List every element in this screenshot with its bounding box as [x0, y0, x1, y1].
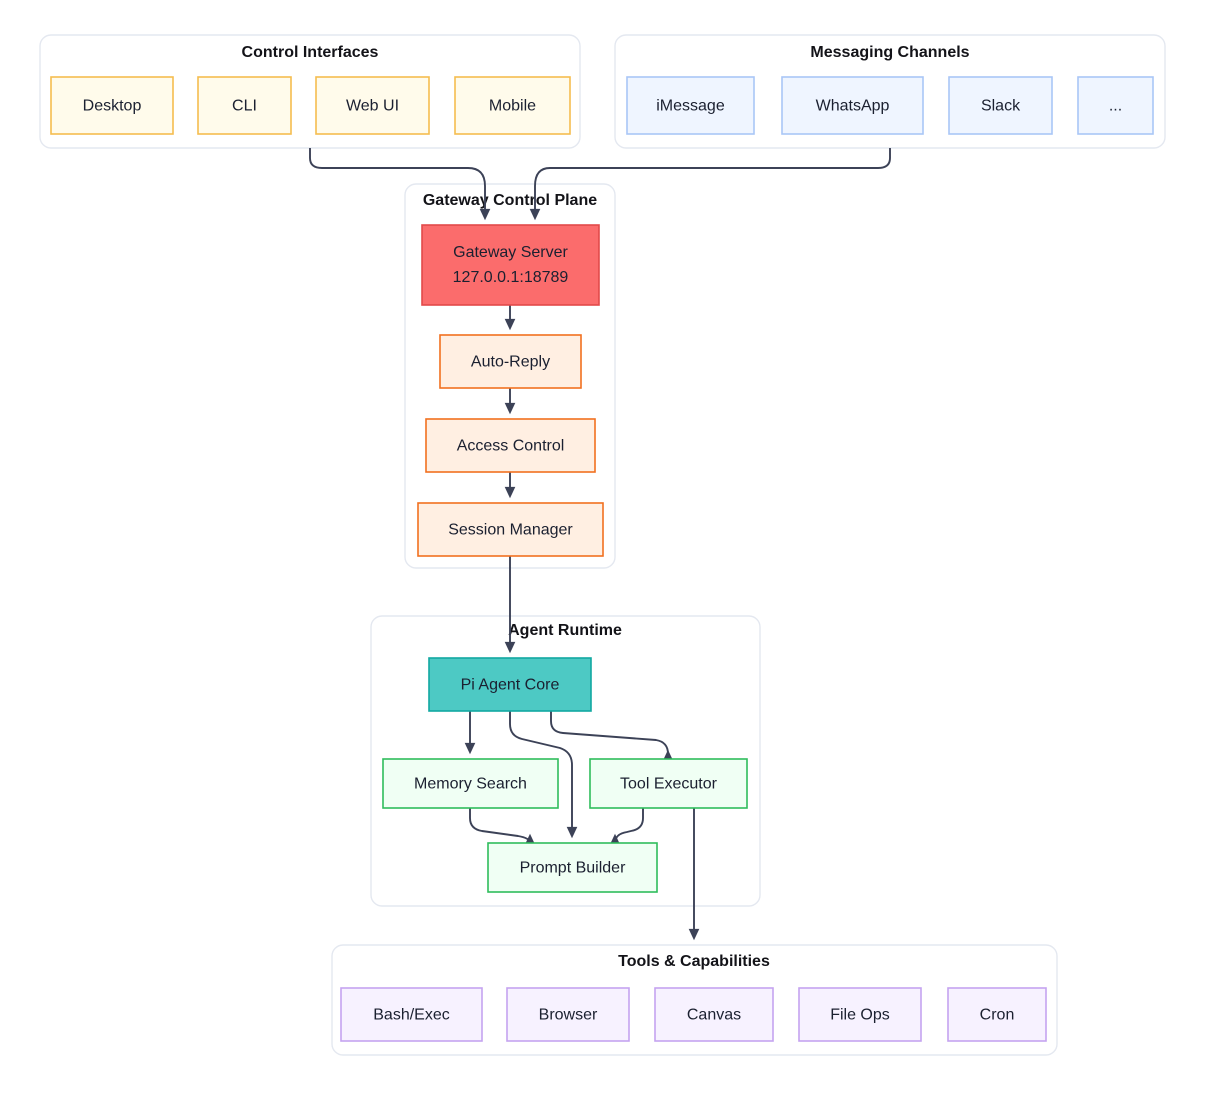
node-prompt-builder[interactable]: Prompt Builder [487, 842, 658, 893]
cluster-title: Gateway Control Plane [423, 192, 597, 209]
node-label: Session Manager [448, 522, 573, 539]
node-canvas[interactable]: Canvas [654, 987, 774, 1042]
node-label: Desktop [83, 98, 142, 115]
node-box[interactable] [654, 987, 774, 1042]
node-label: iMessage [656, 98, 725, 115]
node-box[interactable] [454, 76, 571, 135]
node-ellipsis[interactable]: ... [1077, 76, 1154, 135]
node-label: Browser [539, 1007, 598, 1024]
node-label: WhatsApp [816, 98, 890, 115]
node-box[interactable] [506, 987, 630, 1042]
node-sublabel: 127.0.0.1:18789 [453, 269, 569, 286]
cluster-control-interfaces: Control Interfaces [39, 34, 581, 149]
cluster-title: Tools & Capabilities [618, 953, 770, 970]
node-box[interactable] [487, 842, 658, 893]
node-box[interactable] [947, 987, 1047, 1042]
node-label: File Ops [830, 1007, 890, 1024]
node-box[interactable] [948, 76, 1053, 135]
node-label: Canvas [687, 1007, 741, 1024]
node-slack[interactable]: Slack [948, 76, 1053, 135]
node-box[interactable] [417, 502, 604, 557]
node-box[interactable] [589, 758, 748, 809]
node-label: Gateway Server [453, 244, 568, 261]
node-desktop[interactable]: Desktop [50, 76, 174, 135]
node-label: Prompt Builder [520, 860, 626, 877]
node-label: ... [1109, 98, 1122, 115]
node-session-manager[interactable]: Session Manager [417, 502, 604, 557]
edges-layer [309, 148, 891, 941]
edge-tool-to-prompt [609, 808, 644, 846]
edge-agentcore-to-prompt [509, 711, 578, 839]
node-tool-executor[interactable]: Tool Executor [589, 758, 748, 809]
edge-agentcore-to-tool [550, 711, 674, 762]
node-label: Auto-Reply [471, 354, 550, 371]
node-box[interactable] [382, 758, 559, 809]
node-label: Cron [980, 1007, 1015, 1024]
node-file-ops[interactable]: File Ops [798, 987, 922, 1042]
edge-memory-to-prompt [469, 808, 536, 846]
node-label: Bash/Exec [373, 1007, 449, 1024]
node-imessage[interactable]: iMessage [626, 76, 755, 135]
node-cron[interactable]: Cron [947, 987, 1047, 1042]
node-box[interactable] [315, 76, 430, 135]
node-memory-search[interactable]: Memory Search [382, 758, 559, 809]
node-label: Mobile [489, 98, 536, 115]
cluster-title: Messaging Channels [810, 44, 969, 61]
node-label: Pi Agent Core [461, 677, 560, 694]
node-box[interactable] [798, 987, 922, 1042]
node-auto-reply[interactable]: Auto-Reply [439, 334, 582, 389]
node-label: Tool Executor [620, 776, 718, 793]
node-pi-agent-core[interactable]: Pi Agent Core [428, 657, 592, 712]
node-bash-exec[interactable]: Bash/Exec [340, 987, 483, 1042]
node-whatsapp[interactable]: WhatsApp [781, 76, 924, 135]
node-gateway-server[interactable]: Gateway Server 127.0.0.1:18789 [421, 224, 600, 306]
node-mobile[interactable]: Mobile [454, 76, 571, 135]
node-box[interactable] [197, 76, 292, 135]
nodes-layer: Desktop CLI Web UI Mobile iMessage WhatsApp Sl… [50, 76, 1154, 1042]
node-box[interactable] [781, 76, 924, 135]
node-box[interactable] [626, 76, 755, 135]
node-box[interactable] [1077, 76, 1154, 135]
node-browser[interactable]: Browser [506, 987, 630, 1042]
edge-control-to-gateway [309, 148, 491, 221]
node-box[interactable] [50, 76, 174, 135]
cluster-title: Control Interfaces [242, 44, 379, 61]
cluster-title: Agent Runtime [508, 622, 622, 639]
node-cli[interactable]: CLI [197, 76, 292, 135]
node-label: CLI [232, 98, 257, 115]
edge-messaging-to-gateway [529, 148, 891, 221]
node-label: Slack [981, 98, 1021, 115]
node-label: Access Control [457, 438, 565, 455]
node-box[interactable] [421, 224, 600, 306]
node-label: Web UI [346, 98, 399, 115]
node-web-ui[interactable]: Web UI [315, 76, 430, 135]
node-label: Memory Search [414, 776, 527, 793]
node-box[interactable] [428, 657, 592, 712]
node-access-control[interactable]: Access Control [425, 418, 596, 473]
node-box[interactable] [425, 418, 596, 473]
node-box[interactable] [439, 334, 582, 389]
node-box[interactable] [340, 987, 483, 1042]
